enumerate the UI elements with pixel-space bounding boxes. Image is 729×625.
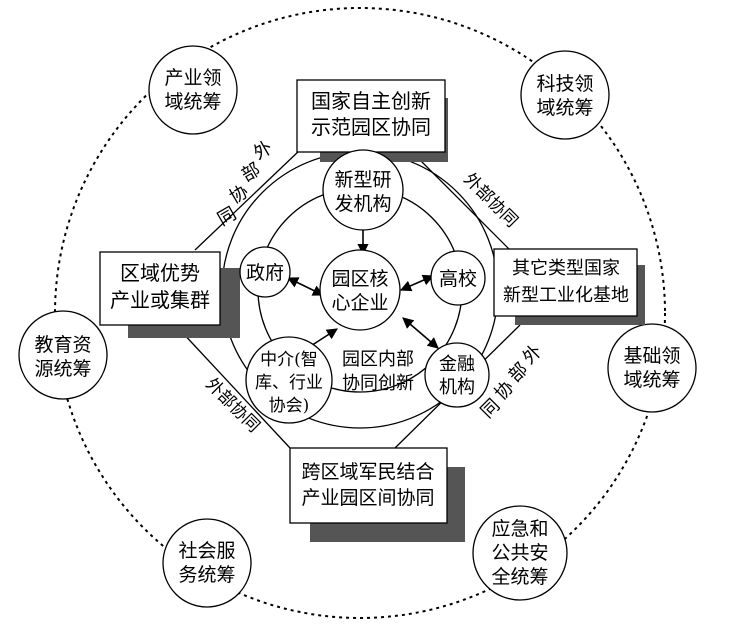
- box-left: 区域优势 产业或集群: [99, 251, 240, 338]
- box-right-line2: 新型工业化基地: [503, 285, 629, 306]
- node-government-label: 政府: [246, 262, 284, 284]
- node-emergency-line3: 全统筹: [491, 566, 548, 588]
- box-top-line2: 示范园区协同: [311, 115, 431, 139]
- node-sci-tech-line2: 域统筹: [536, 97, 593, 119]
- box-right: 其它类型国家 新型工业化基地: [493, 248, 645, 325]
- box-right-line1: 其它类型国家: [512, 258, 620, 279]
- node-finance: 金融 机构: [424, 342, 490, 408]
- node-emergency-line1: 应急和: [491, 518, 548, 540]
- node-infrastructure: 基础领 域统筹: [607, 323, 697, 413]
- box-top: 国家自主创新 示范园区协同: [296, 79, 448, 162]
- inner-label-line2: 协同创新: [342, 373, 414, 394]
- node-emergency-line2: 公共安: [491, 542, 548, 564]
- box-bottom: 跨区域军民结合 产业园区间协同: [289, 447, 465, 542]
- node-university-label: 高校: [439, 268, 477, 290]
- box-bottom-line2: 产业园区间协同: [301, 487, 434, 509]
- node-core-line2: 心企业: [331, 292, 388, 314]
- box-left-line2: 产业或集群: [110, 288, 210, 312]
- box-left-line1: 区域优势: [120, 261, 200, 285]
- node-emergency: 应急和 公共安 全统筹: [472, 505, 568, 601]
- node-finance-line2: 机构: [439, 377, 475, 398]
- node-social-line1: 社会服: [178, 540, 235, 562]
- node-intermediary-line2: 库、行业: [255, 373, 323, 393]
- node-intermediary: 中介(智 库、行业 协会): [245, 336, 333, 424]
- box-bottom-line1: 跨区域军民结合: [301, 461, 434, 483]
- arrow-core-university: [399, 274, 435, 292]
- node-sci-tech: 科技领 域统筹: [520, 50, 610, 140]
- node-university: 高校: [430, 250, 486, 306]
- node-social: 社会服 务统筹: [162, 518, 252, 608]
- node-infrastructure-line2: 域统筹: [623, 369, 680, 391]
- node-intermediary-line3: 协会): [269, 396, 310, 416]
- node-infrastructure-line1: 基础领: [623, 345, 680, 367]
- node-industry-line1: 产业领: [164, 67, 221, 89]
- arrow-core-finance: [402, 317, 439, 349]
- node-sci-tech-line1: 科技领: [536, 73, 593, 95]
- node-education: 教育资 源统筹: [18, 310, 108, 400]
- node-finance-line1: 金融: [439, 354, 475, 375]
- node-intermediary-line1: 中介(智: [260, 350, 318, 370]
- edge-label-top-right: 外部协同: [459, 169, 521, 231]
- node-rnd: 新型研 发机构: [322, 149, 404, 231]
- node-rnd-line1: 新型研: [334, 169, 391, 191]
- outer-dashed-ring: [54, 7, 666, 619]
- node-core: 园区核 心企业: [319, 249, 401, 331]
- edge-label-top-left: 外 部 协 同: [214, 137, 276, 230]
- box-top-line1: 国家自主创新: [311, 89, 431, 113]
- node-industry: 产业领 域统筹: [148, 45, 238, 135]
- node-social-line2: 务统筹: [178, 564, 235, 586]
- arrow-core-government: [286, 277, 325, 296]
- inner-label-line1: 园区内部: [342, 349, 414, 370]
- node-education-line1: 教育资: [34, 334, 91, 356]
- node-industry-line2: 域统筹: [164, 91, 221, 113]
- node-core-line1: 园区核: [331, 268, 388, 290]
- node-government: 政府: [239, 246, 291, 298]
- node-rnd-line2: 发机构: [334, 193, 391, 215]
- node-education-line2: 源统筹: [34, 358, 91, 380]
